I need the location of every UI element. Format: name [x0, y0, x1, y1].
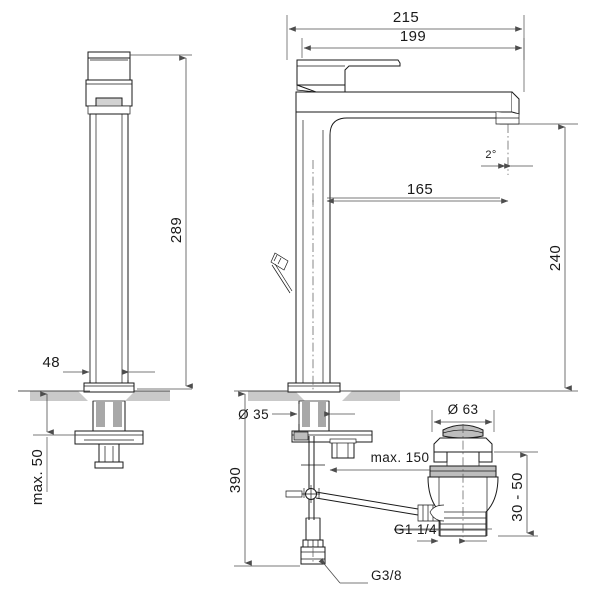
- dim-height-240: 240: [400, 123, 578, 392]
- dim-label-2deg: 2°: [485, 149, 496, 161]
- dim-label-199: 199: [400, 28, 426, 45]
- dim-label-390: 390: [227, 467, 244, 493]
- dim-height-289: 289: [130, 54, 193, 390]
- dim-label-g38: G3/8: [371, 568, 402, 583]
- dim-label-30-50: 30 - 50: [509, 472, 526, 522]
- dim-label-165: 165: [407, 181, 433, 198]
- dim-label-215: 215: [393, 9, 419, 26]
- dim-spout-199: 199: [301, 28, 525, 60]
- under-deck-shank-right: [291, 400, 373, 459]
- pop-up-waste-assembly: [427, 424, 499, 542]
- dim-thread-g114: G1 1/4: [394, 522, 492, 544]
- dim-waste-d63: Ø 63: [431, 402, 495, 432]
- dim-rod-max-150: max. 150: [301, 450, 430, 473]
- dim-label-289: 289: [168, 217, 185, 243]
- dim-label-max-50: max. 50: [29, 449, 46, 505]
- under-deck-assembly-left: [74, 400, 144, 469]
- dim-depth-390: 390: [227, 390, 300, 567]
- faucet-body-left: [83, 51, 135, 393]
- dim-label-max-150: max. 150: [371, 450, 430, 465]
- dim-label-g114: G1 1/4: [394, 522, 437, 537]
- dim-label-48: 48: [43, 354, 61, 371]
- dim-width-48: 48: [43, 340, 155, 380]
- lever-handle: [296, 59, 401, 93]
- right-front-elevation-view: 215 199 165 2° 240: [227, 9, 578, 584]
- dim-supply-g38: G3/8: [318, 557, 402, 584]
- deck-surface-right: [240, 390, 400, 401]
- faucet-body-right: [287, 91, 520, 393]
- dim-label-240: 240: [547, 245, 564, 271]
- pop-up-pull-rod-knob: [270, 252, 293, 294]
- dim-waste-30-50: 30 - 50: [494, 451, 538, 537]
- dim-angle-2deg: 2°: [481, 124, 533, 175]
- dim-label-d63: Ø 63: [448, 402, 479, 417]
- dim-label-d35: Ø 35: [238, 407, 269, 422]
- left-side-elevation-view: 289 48 max. 50: [18, 51, 193, 505]
- dim-projection-165: 165: [312, 181, 509, 205]
- dim-max-50: max. 50: [29, 390, 90, 505]
